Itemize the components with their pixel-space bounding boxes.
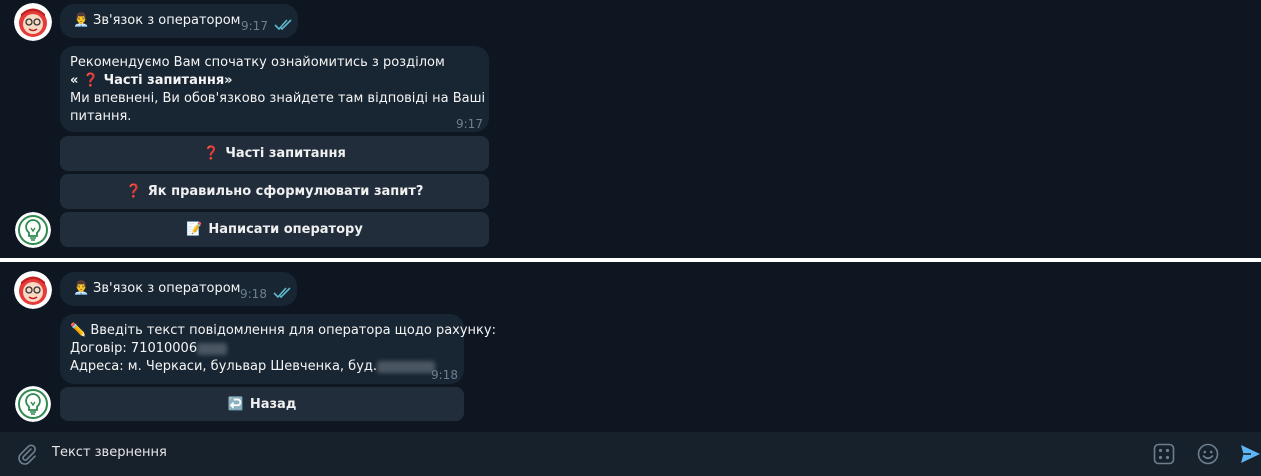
question-icon: ❓ (203, 146, 220, 161)
message-composer: Текст звернення (0, 432, 1261, 476)
bot-message: ✏️ Введіть текст повідомлення для операт… (60, 314, 496, 384)
user-avatar-icon[interactable] (14, 271, 52, 309)
memo-icon: 📝 (186, 222, 203, 237)
user-avatar-icon[interactable] (14, 3, 52, 41)
bot-commands-icon[interactable] (1153, 443, 1175, 465)
message-line: ✏️ Введіть текст повідомлення для операт… (70, 323, 496, 338)
screenshot-divider (0, 258, 1261, 262)
header-bubble-text: Зв'язок з оператором (93, 13, 241, 28)
header-bubble: 👨‍💼 Зв'язок з оператором 9:18 (60, 272, 297, 306)
question-icon: ❓ (125, 184, 142, 199)
return-arrow-icon: ↩️ (227, 396, 244, 412)
redacted-text (197, 342, 228, 355)
write-operator-button-label: Написати оператору (208, 222, 363, 237)
message-line-address: Адреса: м. Черкаси, бульвар Шевченка, бу… (70, 358, 454, 376)
bot-message: Рекомендуємо Вам спочатку ознайомитись з… (60, 46, 489, 132)
message-time: 9:17 (241, 19, 268, 33)
send-icon[interactable] (1239, 443, 1261, 465)
chat-pane-top: 👨‍💼 Зв'язок з оператором 9:17 Рекомендує… (14, 3, 489, 248)
contract-number: Договір: 71010006 (70, 341, 198, 356)
message-line: Ми впевнені, Ви обов'язково знайдете там… (70, 91, 486, 106)
message-line: питання. (70, 109, 132, 124)
redacted-text (377, 360, 436, 373)
message-line-faq-link: « ❓ Часті запитання» (70, 73, 233, 88)
message-input[interactable]: Текст звернення (52, 445, 167, 460)
address-text: Адреса: м. Черкаси, бульвар Шевченка, бу… (70, 359, 378, 374)
header-bubble-text: Зв'язок з оператором (93, 281, 241, 296)
bot-avatar-icon[interactable] (15, 212, 51, 248)
faq-button[interactable]: ❓ Часті запитання (60, 136, 489, 171)
chat-pane-bottom: 👨‍💼 Зв'язок з оператором 9:18 ✏️ Введіть… (0, 262, 1261, 432)
message-line-contract: Договір: 71010006 (70, 340, 454, 358)
read-ticks-icon (273, 287, 291, 298)
bot-avatar-icon[interactable] (15, 386, 51, 422)
emoji-icon[interactable] (1197, 443, 1219, 465)
message-time: 9:18 (431, 368, 458, 382)
faq-button-label: Часті запитання (225, 146, 346, 161)
header-bubble: 👨‍💼 Зв'язок з оператором 9:17 (60, 4, 298, 38)
operator-emoji: 👨‍💼 (73, 281, 90, 296)
message-time: 9:17 (456, 117, 483, 131)
how-to-ask-button[interactable]: ❓ Як правильно сформулювати запит? (60, 174, 489, 209)
write-operator-button[interactable]: 📝 Написати оператору (60, 212, 489, 247)
message-time: 9:18 (240, 287, 267, 301)
message-line: Рекомендуємо Вам спочатку ознайомитись з… (70, 55, 445, 70)
back-button-label: Назад (249, 396, 297, 412)
back-button[interactable]: ↩️ Назад (60, 387, 464, 421)
read-ticks-icon (274, 19, 292, 30)
attach-icon[interactable] (16, 443, 38, 465)
operator-emoji: 👨‍💼 (73, 13, 90, 28)
how-to-ask-button-label: Як правильно сформулювати запит? (147, 184, 424, 199)
